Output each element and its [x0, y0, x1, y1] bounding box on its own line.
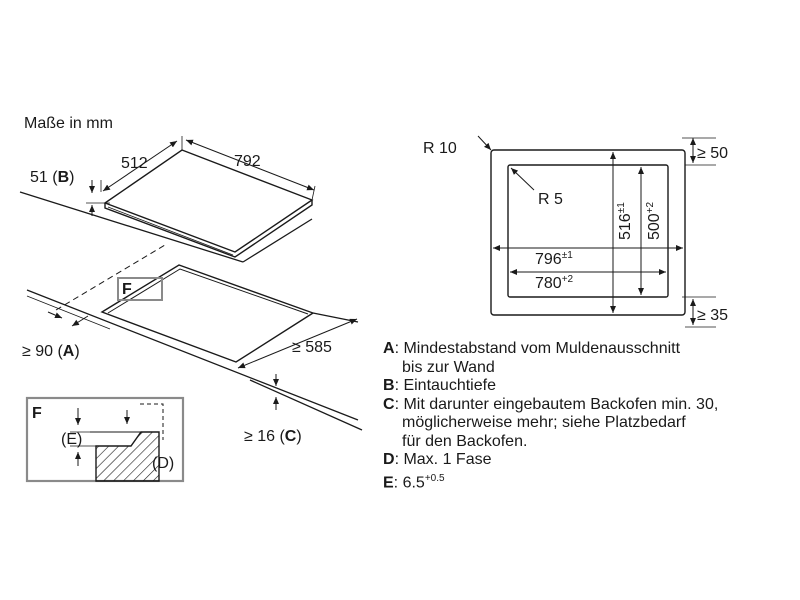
e-label: (E) [61, 431, 82, 448]
counter-back-edge [19, 191, 244, 263]
hob-extension-line-3 [311, 185, 316, 201]
counter-front-edge [26, 289, 359, 421]
legend-item-c: C: Mit darunter eingebautem Backofen min… [383, 396, 793, 415]
legend-item-d: D: Max. 1 Fase [383, 451, 793, 470]
min-wall-arrow-right [71, 315, 89, 327]
legend-text-a: : Mindestabstand vom Muldenausschnitt [394, 340, 681, 357]
outer-radius-arrow [477, 135, 492, 151]
cutout-perspective: F ≥ 90 (A) ≥ 585 ≥ 16 (C) [22, 244, 363, 445]
counter-bottom-edge [249, 379, 363, 431]
hob-perspective: 512 792 51 (B) [19, 136, 316, 263]
legend-key-d: D [383, 451, 395, 468]
legend-item-c-cont-2: für den Backofen. [402, 432, 528, 450]
legend-key-e: E [383, 473, 394, 491]
units-title: Maße in mm [24, 115, 113, 132]
cutout-plan: R 10 R 5 ≥ 50 ≥ 35 796±1 780+2 516±1 500… [423, 135, 728, 328]
outer-radius-label: R 10 [423, 140, 457, 157]
width-outer-label: 796±1 [535, 250, 573, 268]
immersion-depth-label: 51 (B) [30, 169, 74, 186]
bottom-margin-label: ≥ 35 [697, 307, 728, 324]
hob-dashed-outline [140, 403, 164, 440]
hob-glass-edge [104, 200, 313, 258]
legend-item-b: B: Eintauchtiefe [383, 377, 793, 396]
legend-text-c: : Mit darunter eingebautem Backofen min.… [394, 395, 719, 413]
counter-back-right [312, 312, 359, 323]
legend-text-b: : Eintauchtiefe [394, 377, 496, 394]
hob-depth-dimension [102, 140, 178, 192]
counter-back-edge-right [242, 218, 313, 263]
height-outer-label: 516±1 [616, 202, 634, 240]
detail-marker-label: F [122, 281, 132, 298]
d-label: (D) [152, 455, 174, 472]
detail-marker-box [117, 277, 163, 301]
legend-item-e: E: 6.5+0.5 [383, 470, 793, 493]
inner-cutout-rect [507, 164, 669, 298]
legend-item-a: A: Mindestabstand vom Muldenausschnitt [383, 340, 793, 359]
cutout-inner-edge [107, 268, 309, 315]
legend-text-e: : 6.5 [393, 473, 425, 491]
legend-item-c-cont: möglicherweise mehr; siehe Platzbedarf [402, 414, 686, 431]
hob-width-dimension [185, 139, 315, 191]
inner-radius-label: R 5 [538, 191, 563, 208]
wall-dashed-line [55, 244, 166, 311]
min-wall-label: ≥ 90 (A) [22, 343, 80, 360]
cutout-depth-label: ≥ 585 [292, 339, 332, 356]
cutout-outline [100, 264, 315, 363]
thickness-label: ≥ 16 (C) [244, 428, 302, 445]
cutout-depth-dimension [237, 318, 358, 369]
legend-key-c: C [383, 395, 395, 413]
height-inner-label: 500+2 [645, 201, 663, 240]
legend-key-a: A [383, 340, 395, 357]
legend-text-d: : Max. 1 Fase [394, 451, 492, 468]
legend-tolerance-e: +0.5 [424, 472, 445, 484]
legend-item-a-cont: bis zur Wand [402, 358, 495, 376]
legend: A: Mindestabstand vom Muldenausschnitt b… [383, 340, 793, 492]
top-margin-label: ≥ 50 [697, 145, 728, 162]
detail-title: F [32, 405, 42, 422]
hob-width-label: 792 [234, 153, 261, 170]
legend-key-b: B [383, 377, 395, 394]
min-wall-arrow-left [47, 311, 63, 319]
detail-f: F (E) (D) [25, 396, 185, 483]
hob-frame-line [107, 206, 234, 256]
inner-radius-arrow [510, 167, 535, 191]
hob-depth-label: 512 [121, 155, 148, 172]
width-inner-label: 780+2 [535, 274, 574, 292]
counter-front-edge-lower [26, 295, 111, 330]
